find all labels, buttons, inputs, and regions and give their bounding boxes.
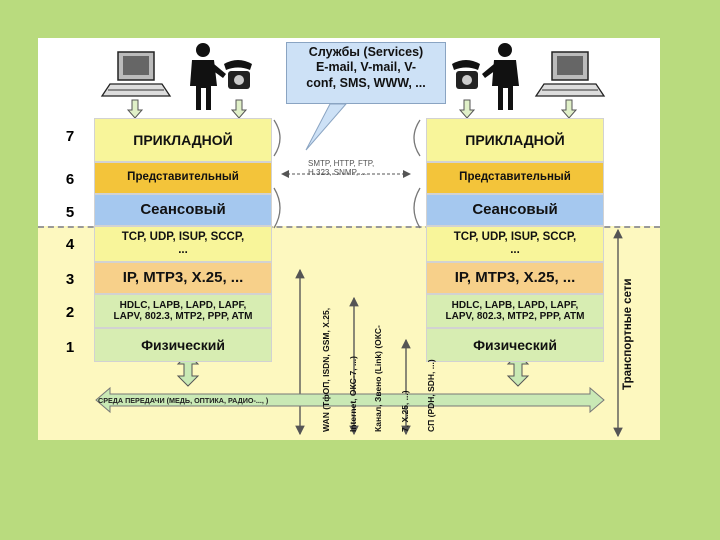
layer-label: TCP, UDP, ISUP, SCCP, (121, 230, 245, 243)
layer-label: IP, MTP3, X.25, ... (454, 269, 576, 287)
layer-label: ... (510, 244, 520, 256)
left-datalink-layer: HDLC, LAPB, LAPD, LAPF, LAPV, 802.3, MTP… (94, 294, 272, 328)
computer-icon (100, 51, 172, 97)
right-physical-layer: Физический (426, 328, 604, 362)
protocols-line: H.323, SNMP, ... (308, 167, 367, 177)
layer-label: Представительный (127, 171, 239, 184)
right-network-layer: IP, MTP3, X.25, ... (426, 262, 604, 294)
layer-label: HDLC, LAPB, LAPD, LAPF, (451, 299, 579, 311)
left-transport-layer: TCP, UDP, ISUP, SCCP, ... (94, 226, 272, 262)
left-physical-layer: Физический (94, 328, 272, 362)
wan-label-line: WAN (ТфОП, ISDN, GSM, X.25, (320, 307, 331, 432)
telephone-icon (224, 60, 252, 89)
slide-canvas: Службы (Services) E-mail, V-mail, V- con… (38, 38, 660, 440)
person-icon (482, 43, 519, 110)
right-datalink-layer: HDLC, LAPB, LAPD, LAPF, LAPV, 802.3, MTP… (426, 294, 604, 328)
services-line: Службы (Services) (308, 45, 424, 59)
application-protocols-label: SMTP, HTTP, FTP, H.323, SNMP, ... (308, 159, 378, 178)
layer-label: ... (178, 244, 188, 256)
left-network-layer: IP, MTP3, X.25, ... (94, 262, 272, 294)
layer-number-4: 4 (65, 236, 75, 253)
layer-label: Сеансовый (140, 201, 226, 219)
layer-label: Сеансовый (472, 201, 558, 219)
layer-label: Физический (473, 336, 557, 353)
person-icon (190, 43, 226, 110)
right-application-layer: ПРИКЛАДНОЙ (426, 118, 604, 162)
left-presentation-layer: Представительный (94, 162, 272, 194)
diagram-graphics (95, 43, 623, 438)
right-presentation-layer: Представительный (426, 162, 604, 194)
right-transport-layer: TCP, UDP, ISUP, SCCP, ... (426, 226, 604, 262)
layer-label: LAPV, 802.3, MTP2, PPP, ATM (445, 311, 585, 322)
services-callout: Службы (Services) E-mail, V-mail, V- con… (286, 42, 446, 104)
layer-number-7: 7 (65, 128, 75, 145)
services-line: E-mail, V-mail, V- (315, 60, 417, 75)
layer-number-6: 6 (65, 171, 75, 188)
layer-number-3: 3 (65, 271, 75, 288)
sp-label: СП (PDH, SDH, ...) (409, 359, 454, 432)
layer-label: ПРИКЛАДНОЙ (133, 131, 233, 148)
link-label-line: Канал, Звено (Link) (ОКС- (372, 325, 383, 432)
layer-label: ПРИКЛАДНОЙ (465, 131, 565, 148)
services-line: conf, SMS, WWW, ... (306, 75, 426, 90)
left-application-layer: ПРИКЛАДНОЙ (94, 118, 272, 162)
layer-label: Физический (141, 336, 225, 353)
layer-number-5: 5 (65, 204, 75, 221)
transport-networks-label: Транспортные сети (622, 278, 634, 390)
sp-label-line: СП (PDH, SDH, ...) (425, 359, 436, 432)
layer-label: Представительный (459, 171, 571, 184)
layer-label: IP, MTP3, X.25, ... (122, 269, 244, 287)
transmission-medium-label: СРЕДА ПЕРЕДАЧИ (МЕДЬ, ОПТИКА, РАДИО-...,… (98, 396, 269, 405)
computer-icon (534, 51, 606, 97)
layer-number-1: 1 (65, 339, 75, 356)
right-session-layer: Сеансовый (426, 194, 604, 226)
layer-number-2: 2 (65, 304, 75, 321)
left-session-layer: Сеансовый (94, 194, 272, 226)
layer-label: TCP, UDP, ISUP, SCCP, (453, 230, 577, 243)
layer-label: HDLC, LAPB, LAPD, LAPF, (119, 299, 247, 311)
layer-label: LAPV, 802.3, MTP2, PPP, ATM (113, 311, 253, 322)
telephone-icon (452, 60, 480, 89)
protocols-line: SMTP, HTTP, FTP, (308, 159, 375, 168)
